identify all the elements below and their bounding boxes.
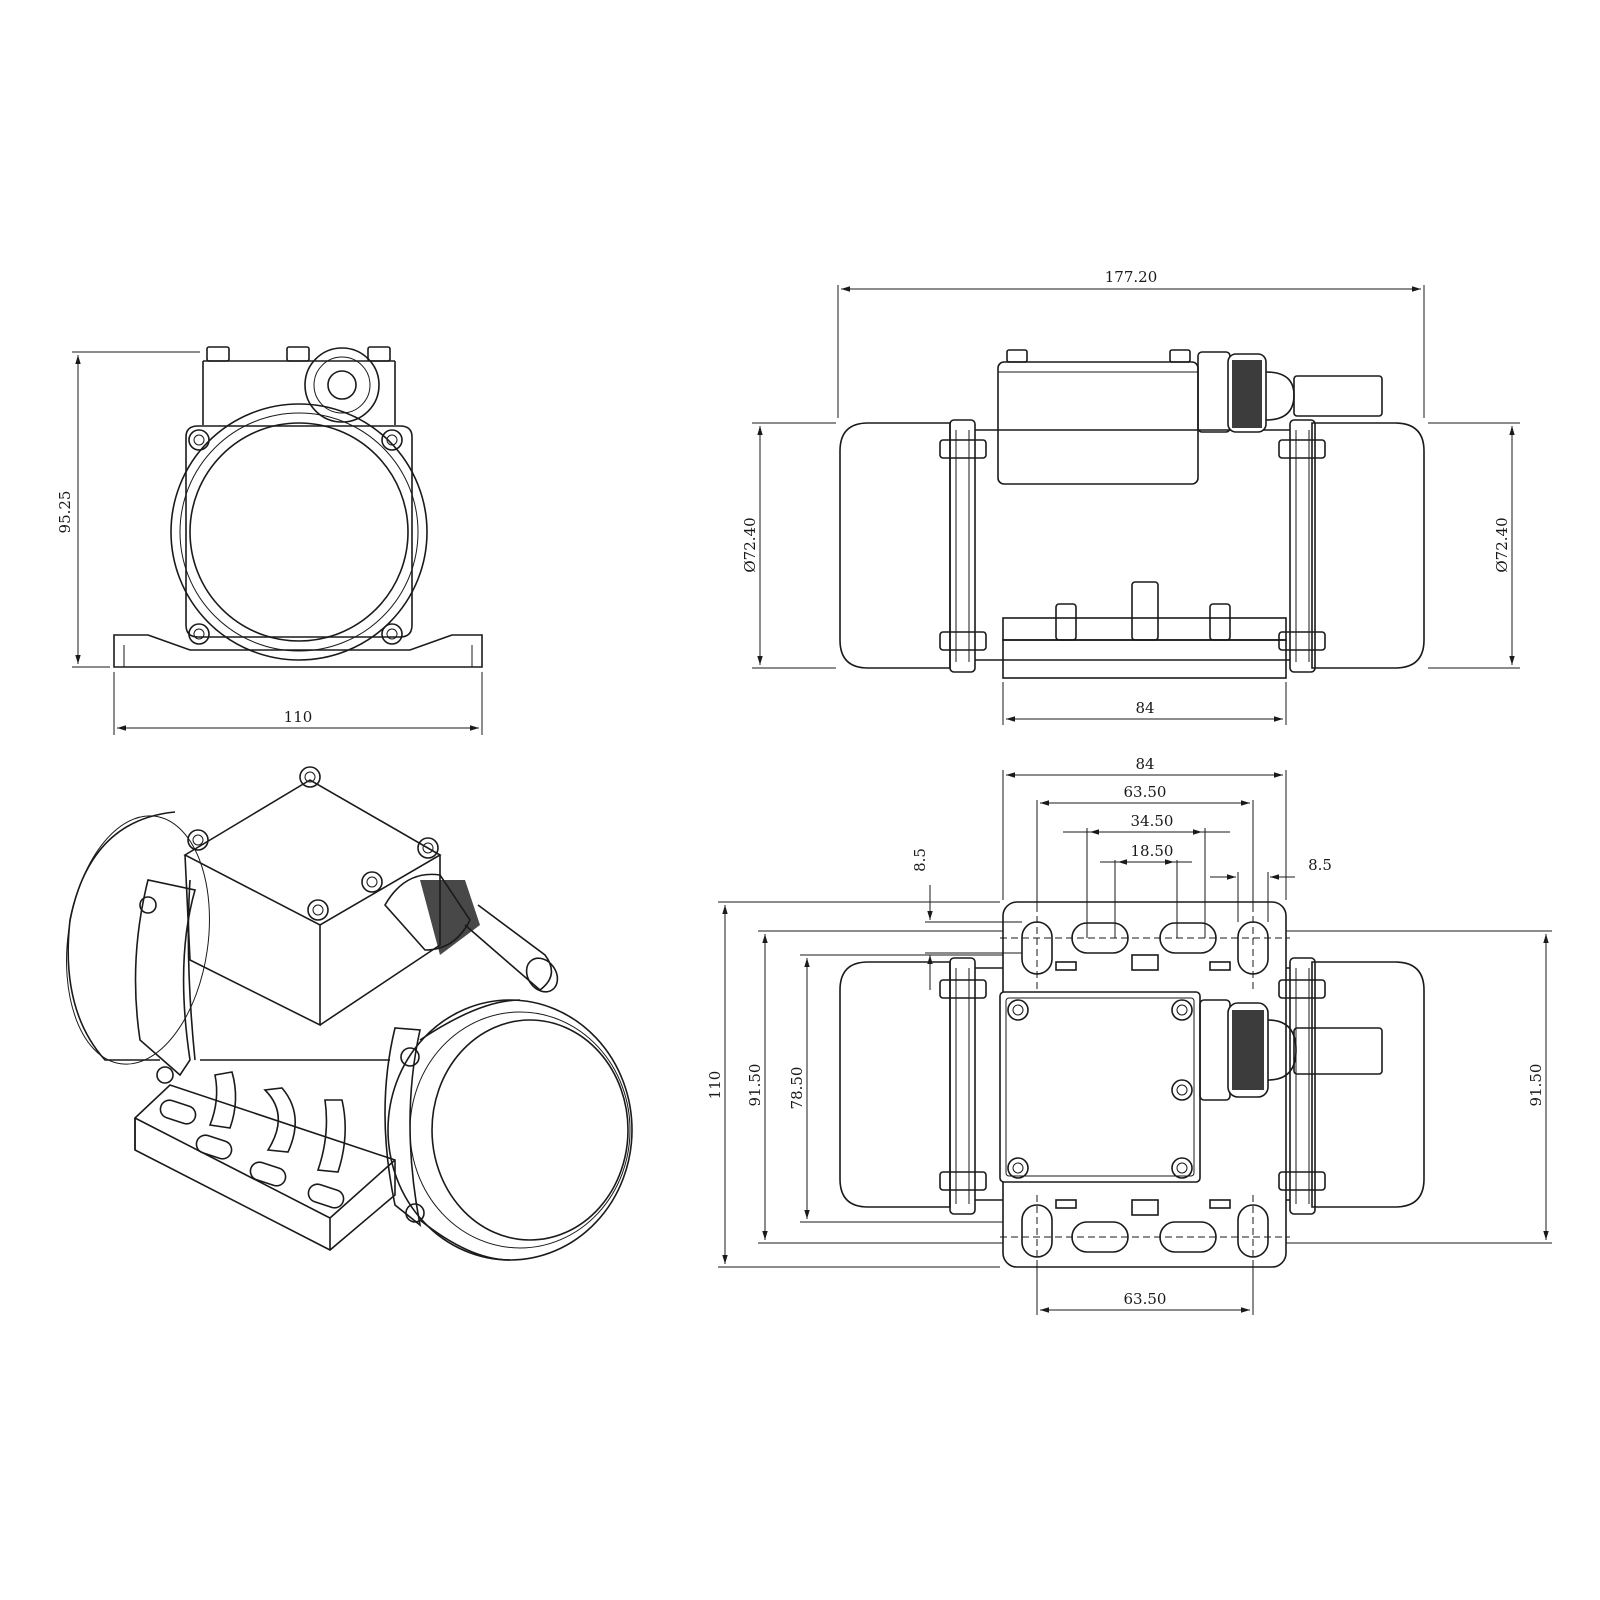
dim-top-8-5-right: 8.5	[1308, 856, 1332, 874]
dim-top-18-50: 18.50	[1131, 842, 1174, 860]
dim-side-length: 177.20	[1105, 268, 1158, 286]
dim-bottom-63-50: 63.50	[1124, 1290, 1167, 1308]
dim-top-91-50-left: 91.50	[746, 1064, 764, 1107]
dim-side-dia-right: Ø72.40	[1493, 517, 1511, 572]
dim-top-63-50: 63.50	[1124, 783, 1167, 801]
dim-front-height: 95.25	[56, 491, 74, 534]
dim-side-base-width: 84	[1135, 699, 1154, 717]
top-view: 84 63.50 34.50 18.50 8.5 8.5 110 91.50	[706, 755, 1552, 1315]
dim-top-8-5-left: 8.5	[911, 848, 929, 872]
dim-side-dia-left: Ø72.40	[741, 517, 759, 572]
dim-top-34-50: 34.50	[1131, 812, 1174, 830]
dim-top-91-50-right: 91.50	[1527, 1064, 1545, 1107]
dim-top-78-50: 78.50	[788, 1067, 806, 1110]
dim-top-width: 84	[1135, 755, 1154, 773]
front-view: 95.25 110	[56, 346, 483, 735]
dim-front-width: 110	[284, 708, 313, 726]
dim-top-height-110: 110	[706, 1071, 724, 1100]
isometric-view	[66, 766, 633, 1261]
side-view: 177.20 Ø72.	[741, 268, 1520, 725]
